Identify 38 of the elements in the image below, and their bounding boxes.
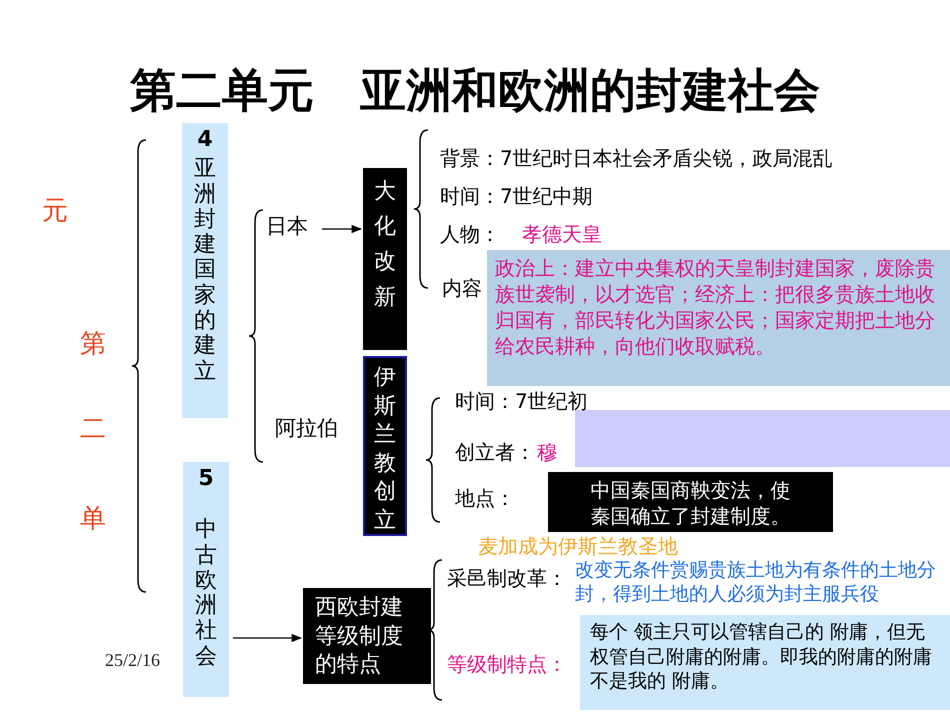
note-box: 中国秦国商鞅变法，使秦国确立了封建制度。 xyxy=(548,472,833,532)
note-text: 地点： xyxy=(455,486,515,511)
box-text: 中古欧洲社会 xyxy=(195,517,217,670)
box-text: 亚洲封建国家的建立 xyxy=(194,156,216,384)
slide-title: 第二单元 亚洲和欧洲的封建社会 xyxy=(129,62,821,119)
note-text: 背景：7世纪时日本社会矛盾尖锐，政局混乱 xyxy=(440,146,834,171)
unit-char: 第 xyxy=(80,328,106,360)
topic-box: 西欧封建等级制度的特点 xyxy=(303,588,431,684)
note-text: 采邑制改革： xyxy=(447,566,567,591)
topic-box xyxy=(363,168,407,350)
person-name: 孝德天皇 xyxy=(522,222,602,247)
date-text: 25/2/16 xyxy=(105,650,160,671)
chapter-box xyxy=(182,123,228,418)
unit-char: 二 xyxy=(80,413,106,446)
country-label: 日本 xyxy=(266,212,318,242)
overlay-box xyxy=(575,410,950,467)
unit-char: 元 xyxy=(42,195,68,228)
arrow xyxy=(233,634,302,642)
note-text: 时间：7世纪初 xyxy=(455,389,588,414)
person-name: 穆 xyxy=(537,440,557,465)
box-text: 伊斯兰教创立 xyxy=(374,364,396,535)
arrow xyxy=(322,224,362,234)
note-box: 每个 领主只可以管辖自己的 附庸，但无权管自己附庸的附庸。即我的附庸的附庸不是我的 附庸。 xyxy=(580,615,950,710)
country-label: 阿拉伯 xyxy=(275,415,338,442)
note-text: 内容 xyxy=(442,276,482,301)
note-text: 等级制特点： xyxy=(447,652,567,677)
box-text: 大化改新 xyxy=(374,178,396,312)
box-text: 4 xyxy=(196,127,214,152)
chapter-box xyxy=(183,462,229,697)
box-text: 5 xyxy=(197,466,215,492)
content-box: 政治上：建立中央集权的天皇制封建国家，废除贵族世袭制，以才选官；经济上：把很多贵族土地收归国有，部民转化为国家公民；国家定期把土地分给农民耕种，向他们收取赋税。 xyxy=(487,250,950,386)
note-text: 人物： xyxy=(440,222,500,247)
topic-box xyxy=(363,356,407,536)
note-text: 时间：7世纪中期 xyxy=(440,184,593,209)
unit-char: 单 xyxy=(80,503,106,536)
note-text: 创立者： xyxy=(455,440,535,465)
note-text: 改变无条件赏赐贵族土地为有条件的土地分封，得到土地的人必须为封主服兵役 xyxy=(575,559,937,606)
note-text: 麦加成为伊斯兰教圣地 xyxy=(478,534,678,559)
